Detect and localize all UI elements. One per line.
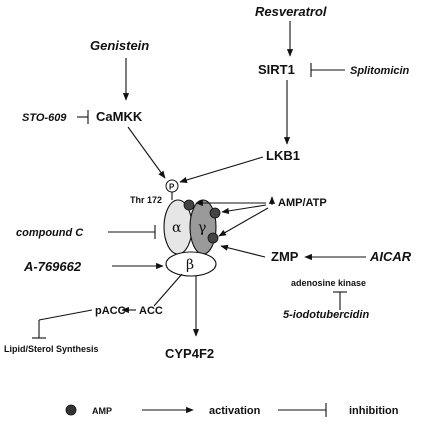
pacc-label: pACC	[95, 305, 126, 317]
amp-atp-to-dot3-arrow	[218, 207, 269, 237]
lipid-synthesis-label: Lipid/Sterol Synthesis	[4, 344, 99, 354]
a769662-label: A-769662	[23, 259, 82, 274]
pacc-connector-line	[38, 309, 93, 321]
iodotubercidin-label: 5-iodotubercidin	[283, 309, 369, 321]
beta-symbol: β	[186, 257, 194, 273]
camkk-to-ampk-arrow	[127, 126, 166, 179]
legend-amp-label: AMP	[92, 406, 112, 416]
amp-dot	[207, 232, 219, 244]
amp-atp-to-dot2-arrow	[221, 204, 267, 214]
splitomicin-label: Splitomicin	[350, 65, 410, 77]
lkb1-to-ampk-arrow	[179, 156, 264, 183]
amp-dot	[183, 199, 195, 211]
thr172-label: Thr 172	[130, 195, 162, 205]
zmp-to-gamma-arrow	[220, 244, 266, 258]
beta-subunit	[165, 251, 217, 277]
camkk-label: CaMKK	[96, 109, 143, 124]
gamma-symbol: γ	[198, 220, 206, 236]
lkb1-label: LKB1	[266, 148, 300, 163]
aicar-label: AICAR	[369, 249, 412, 264]
ampk-to-acc-line	[153, 273, 183, 307]
amp-dot	[209, 207, 221, 219]
legend-amp-dot	[65, 404, 77, 416]
genistein-label: Genistein	[90, 38, 149, 53]
compound-c-label: compound C	[16, 227, 84, 239]
acc-label: ACC	[139, 305, 163, 317]
legend-activation-label: activation	[209, 405, 261, 417]
sto609-label: STO-609	[22, 112, 67, 124]
phospho-label: P	[169, 183, 175, 192]
alpha-symbol: α	[172, 220, 182, 236]
cyp4f2-label: CYP4F2	[165, 346, 214, 361]
zmp-label: ZMP	[271, 249, 299, 264]
amp-atp-label: AMP/ATP	[278, 197, 327, 209]
legend-inhibition-label: inhibition	[349, 405, 399, 417]
sirt1-label: SIRT1	[258, 62, 295, 77]
adenosine-kinase-label: adenosine kinase	[291, 278, 366, 288]
resveratrol-label: Resveratrol	[255, 4, 327, 19]
